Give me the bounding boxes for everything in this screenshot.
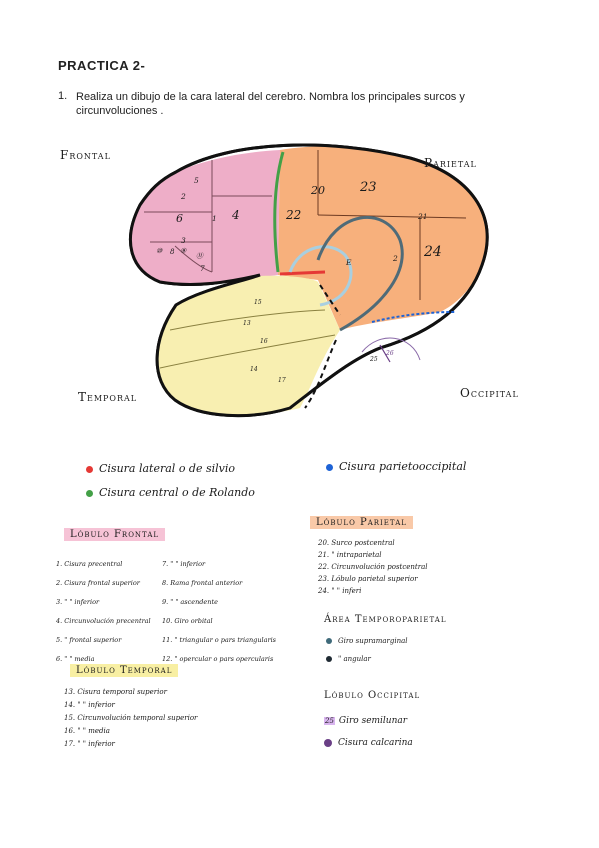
occipital-lobe-title: Lóbulo Occipital [324,690,421,701]
temporoparietal-list: Giro supramarginal " angular [326,632,408,668]
parietal-list: 20. Surco postcentral 21. " intraparieta… [318,539,428,595]
blue-dot-icon [326,463,333,471]
parietal-lobe-title: Lóbulo Parietal [310,516,413,529]
num-e: E [346,258,352,267]
num-16: 16 [260,338,268,345]
num-17: 17 [278,377,286,384]
num-20: 20 [311,184,325,197]
num-7: 7 [200,264,205,273]
label-parietal: Parietal [424,156,477,170]
dark-dot-icon [326,656,332,662]
parieto-occipital-sulcus [371,311,456,323]
frontal-region [131,150,280,284]
num-2: 2 [181,192,186,201]
label-frontal: Frontal [60,148,111,162]
temporal-region [157,275,340,416]
num-8: 8 [170,248,175,256]
parietal-region [278,146,487,330]
num-22: 22 [286,208,302,222]
num-25-badge: 25 [324,717,335,725]
num-25: 25 [370,356,378,363]
num-1: 1 [212,214,217,223]
num-3: 3 [181,236,186,245]
num-23: 23 [360,180,377,195]
temporal-list: 13. Cisura temporal superior 14. " " inf… [64,688,198,748]
calcarine-sulcus [361,337,421,361]
green-dot-icon [86,489,93,497]
num-15: 15 [254,299,262,306]
num-6: 6 [176,212,183,225]
num-5: 5 [194,176,199,185]
legend-central: Cisura central o de Rolando [86,486,255,499]
num-9: ⑨ [180,247,187,255]
num-26: 26 [386,350,394,357]
temporal-superior-sulcus [288,245,353,307]
question-number: 1. [58,90,68,102]
question-text: Realiza un dibujo de la cara lateral del… [76,91,465,117]
frontal-lobe-title: Lóbulo Frontal [64,528,166,541]
teal-dot-icon [326,638,332,644]
num-14: 14 [250,366,258,373]
num-11: ⑪ [196,252,203,260]
num-10: ⑩ [156,247,163,255]
num-21: 21 [418,212,428,221]
num-2b: 2 [393,254,398,263]
page-title: PRACTICA 2- [58,58,146,73]
purple-dot-icon [324,738,332,747]
num-13: 13 [243,320,251,327]
central-sulcus [273,151,285,273]
temporoparietal-title: Área Temporoparietal [324,614,447,625]
temporal-lobe-title: Lóbulo Temporal [70,664,179,677]
label-temporal: Temporal [78,390,138,404]
legend-parieto: Cisura parietooccipital [326,460,466,473]
label-occipital: Occipital [460,386,519,400]
legend-lateral: Cisura lateral o de silvio [86,462,235,475]
num-24: 24 [424,244,442,260]
frontal-list-2: 7. " " inferior 8. Rama frontal anterior… [162,560,277,663]
red-dot-icon [86,465,93,473]
num-4: 4 [232,208,240,222]
lateral-sulcus [279,270,326,276]
frontal-list-1: 1. Cisura precentral 2. Cisura frontal s… [56,560,151,663]
intraparietal-sulcus [316,215,404,332]
